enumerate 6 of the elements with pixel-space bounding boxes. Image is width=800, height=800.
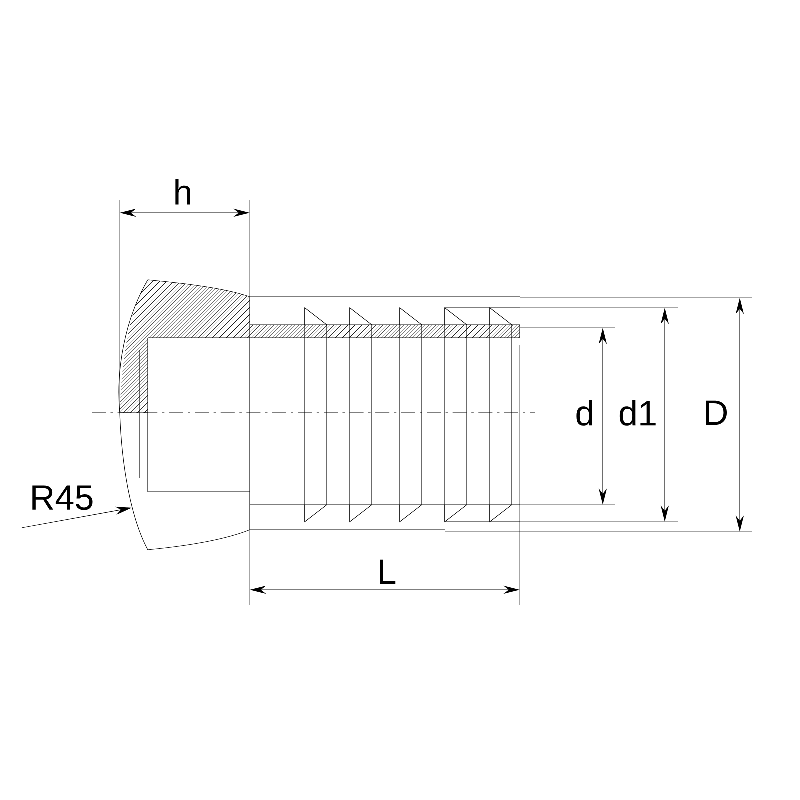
dimension-label: d — [576, 400, 593, 426]
dimension-label: h — [176, 179, 190, 205]
dimension-label: d1 — [620, 400, 656, 426]
dimension-label: L — [380, 560, 396, 584]
dimension-label: D — [706, 400, 728, 426]
dimension-label: R45 — [32, 486, 93, 510]
